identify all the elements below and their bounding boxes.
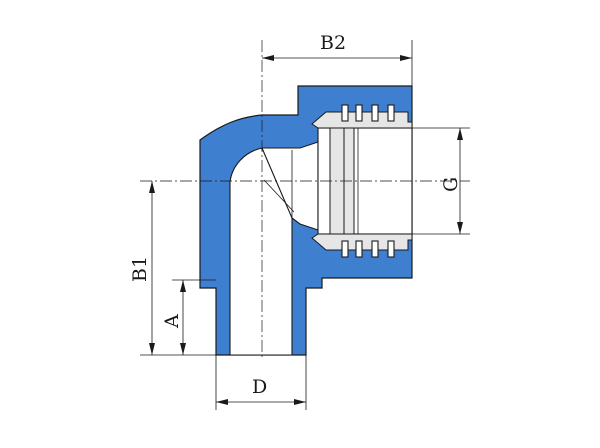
- g-label: G: [440, 177, 462, 192]
- thread-bottom: [311, 233, 413, 258]
- thread-top-tooth-1: [341, 104, 349, 122]
- a-label: A: [161, 314, 183, 329]
- a-arrow-top: [180, 280, 186, 292]
- b1-label: B1: [129, 256, 151, 282]
- b2-arrow-left: [262, 55, 274, 61]
- b2-arrow-right: [400, 55, 412, 61]
- thread-top-tooth-4: [387, 104, 395, 122]
- b1-arrow-bottom: [149, 343, 155, 355]
- thread-bottom-tooth-4: [387, 240, 395, 258]
- d-arrow-left: [216, 399, 228, 405]
- d-arrow-right: [294, 399, 306, 405]
- dimension-b1: B1: [129, 181, 216, 356]
- thread-top-tooth-2: [355, 104, 363, 122]
- dimension-d: D: [215, 355, 307, 410]
- fitting-body: [199, 85, 413, 356]
- thread-top-tooth-3: [371, 104, 379, 122]
- thread-bottom-tooth-1: [341, 240, 349, 258]
- a-arrow-bottom: [180, 343, 186, 355]
- g-arrow-bottom: [457, 222, 463, 234]
- thread-bottom-tooth-2: [355, 240, 363, 258]
- thread-bottom-tooth-3: [371, 240, 379, 258]
- b1-arrow-top: [149, 181, 155, 193]
- g-arrow-top: [457, 128, 463, 140]
- cone-upper: [263, 179, 295, 213]
- dimension-a: A: [161, 279, 216, 355]
- b2-label: B2: [320, 32, 346, 54]
- dimension-g: G: [412, 127, 470, 235]
- d-label: D: [252, 376, 267, 398]
- dimension-b2: B2: [262, 32, 413, 86]
- thread-top: [311, 104, 413, 129]
